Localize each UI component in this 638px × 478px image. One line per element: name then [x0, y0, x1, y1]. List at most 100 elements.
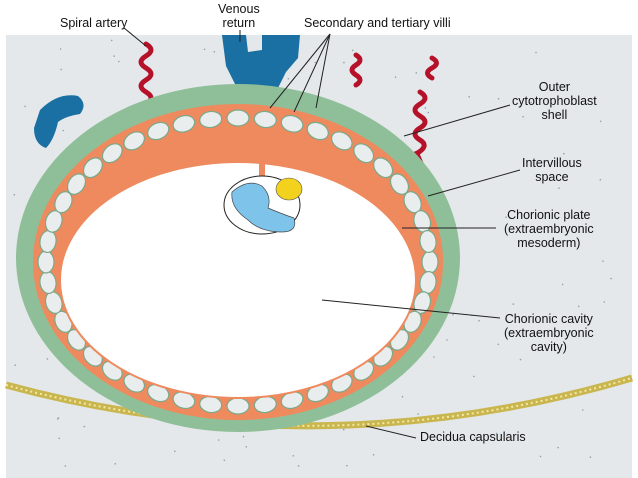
decidua-speckle: [401, 395, 404, 398]
pointer-chorionic-cavity: [321, 299, 501, 319]
decidua-speckle: [522, 115, 524, 118]
decidua-speckle: [174, 450, 176, 453]
decidua-speckle: [417, 413, 419, 415]
pointer-lines: [123, 27, 521, 439]
decidua-speckle: [314, 61, 317, 64]
decidua-speckle: [495, 432, 498, 435]
decidua-speckle: [213, 51, 216, 53]
decidua-capsularis-dots: [5, 377, 633, 427]
pointer-intervillous: [427, 169, 521, 197]
decidua-speckle: [59, 48, 62, 50]
decidua-speckle: [610, 277, 612, 280]
chorionic-cavity: [60, 162, 416, 398]
decidua-speckle: [372, 454, 375, 456]
decidua-speckle: [394, 76, 397, 78]
label-venous-return-line2: return: [222, 16, 256, 30]
villus: [226, 397, 250, 415]
villus: [172, 114, 196, 133]
decidua-speckle: [602, 260, 604, 263]
label-outer-shell-line2: cytotrophoblast: [512, 94, 597, 108]
villus: [37, 250, 55, 274]
decidua-speckle: [242, 435, 245, 438]
label-villi: Secondary and tertiary villi: [304, 16, 451, 30]
decidua-speckle: [56, 418, 59, 420]
label-intervillous-line1: Intervillous: [522, 156, 582, 170]
label-outer-shell-line1: Outer: [538, 80, 571, 94]
label-chorionic-cavity-line3: cavity): [530, 340, 567, 354]
spiral-artery-right-top: [425, 55, 439, 81]
label-intervillous-line2: space: [535, 170, 569, 184]
decidua-speckle: [110, 39, 113, 42]
decidua-speckle: [14, 364, 16, 367]
villi-group: [37, 109, 439, 415]
villus: [389, 173, 410, 195]
decidua-speckle: [13, 193, 16, 196]
decidua-speckle: [554, 349, 557, 352]
pointer-villi-1: [269, 33, 331, 109]
decidua-speckle: [577, 305, 580, 308]
label-chorionic-cavity-line1: Chorionic cavity: [504, 312, 593, 326]
villus: [373, 157, 394, 179]
decidua-speckle: [535, 51, 537, 54]
amniotic-sac: [231, 182, 296, 233]
decidua-speckle: [343, 61, 345, 64]
villus: [306, 121, 329, 141]
villus: [253, 110, 277, 129]
decidua-speckle: [475, 436, 477, 439]
decidua-speckle: [114, 463, 117, 465]
decidua-speckle: [346, 464, 348, 467]
decidua-speckle: [203, 48, 206, 51]
label-chorionic-cavity-line2: (extraembryonic: [504, 326, 594, 340]
decidua-speckle: [83, 425, 86, 428]
decidua-speckle: [599, 178, 602, 181]
label-chorionic-plate-line3: mesoderm): [517, 236, 581, 250]
decidua-speckle: [113, 55, 115, 57]
label-venous-return: Venous return: [218, 2, 260, 30]
villus: [54, 191, 73, 214]
decidua-speckle: [351, 49, 354, 52]
label-outer-shell-line3: shell: [541, 108, 568, 122]
label-intervillous: Intervillous space: [522, 156, 582, 184]
decidua-speckle: [505, 216, 507, 218]
villus: [226, 109, 250, 127]
decidua-speckle: [468, 95, 471, 98]
decidua-speckle: [58, 437, 60, 440]
decidua-speckle: [603, 301, 606, 303]
decidua-speckle: [24, 105, 26, 108]
label-chorionic-plate-line1: Chorionic plate: [507, 208, 591, 222]
spiral-artery-right: [412, 89, 428, 157]
decidua-speckle: [424, 107, 427, 109]
decidua-speckle: [530, 101, 532, 104]
villus: [330, 131, 353, 151]
pointer-decidua-capsularis: [365, 425, 417, 439]
villus: [280, 114, 304, 133]
decidua-speckle: [452, 314, 454, 316]
decidua-speckle: [478, 319, 480, 322]
decidua-speckle: [556, 217, 559, 220]
villus: [123, 131, 146, 151]
pointer-villi-3: [315, 33, 331, 109]
decidua-speckle: [118, 60, 120, 63]
villus: [421, 250, 439, 274]
decidua-speckle: [427, 111, 430, 114]
decidua-speckle: [297, 465, 300, 467]
villus: [353, 143, 375, 164]
pointer-outer-shell: [403, 104, 511, 137]
decidua-speckles: [13, 39, 612, 467]
decidua-speckle: [245, 446, 248, 448]
decidua-speckle: [223, 459, 226, 462]
decidua-speckle: [60, 68, 62, 71]
decidua-speckle: [64, 465, 67, 467]
yolk-sac: [275, 177, 303, 201]
decidua-speckle: [433, 356, 435, 358]
decidua-speckle: [539, 455, 542, 458]
villus: [66, 173, 87, 195]
decidua-speckle: [512, 303, 515, 305]
villus: [199, 110, 223, 129]
decidua-speckle: [497, 343, 500, 346]
villus: [82, 157, 103, 179]
label-venous-return-line1: Venous: [218, 2, 260, 16]
label-chorionic-cavity: Chorionic cavity (extraembryonic cavity): [504, 312, 594, 354]
decidua-speckle: [473, 375, 475, 378]
label-spiral-artery: Spiral artery: [60, 16, 128, 30]
